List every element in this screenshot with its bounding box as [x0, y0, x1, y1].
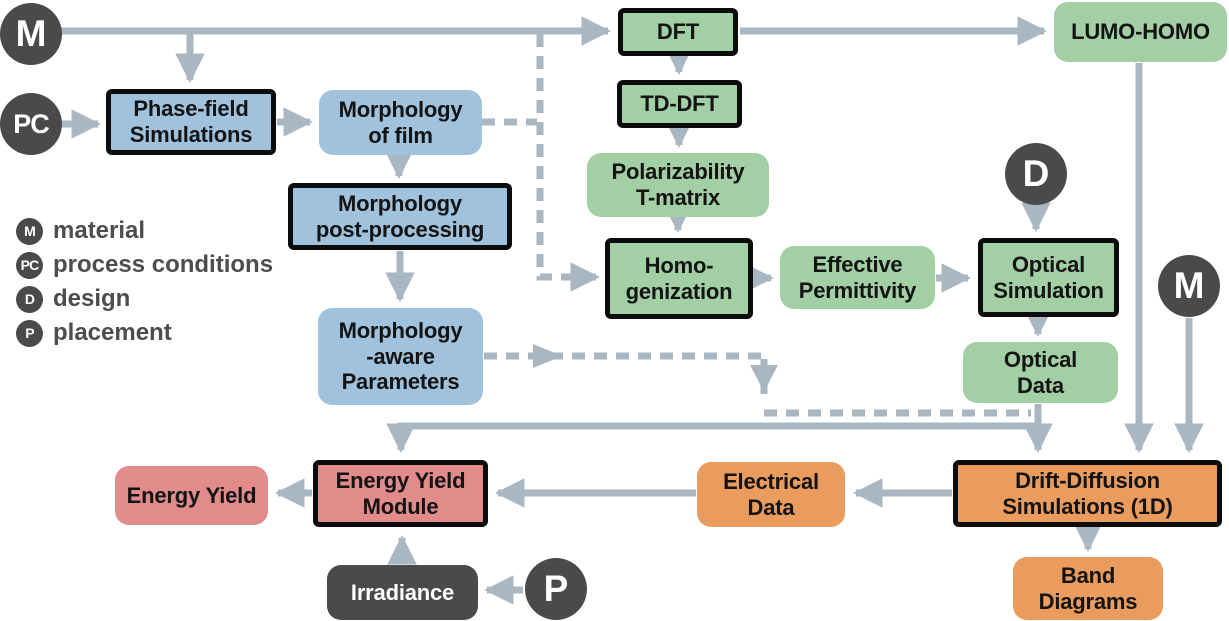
node-energy-yield-label: Energy Yield	[126, 482, 257, 508]
node-electrical-data: Electrical Data	[697, 462, 845, 527]
node-energy-yield: Energy Yield	[115, 466, 268, 525]
node-dft-label: DFT	[656, 19, 700, 45]
edge-optdata-to-eym	[386, 422, 1038, 453]
legend-material-label: material	[53, 217, 146, 244]
badge-placement-label: P	[543, 568, 569, 609]
legend-material-badge-label: M	[24, 223, 36, 239]
node-morphology-post-processing: Morphology post-processing	[288, 183, 512, 250]
node-irradiance: Irradiance	[327, 565, 478, 620]
edge-dashed-to-homog	[536, 34, 600, 292]
node-optical-simulation: Optical Simulation	[978, 238, 1119, 317]
node-drift-diffusion-simulations: Drift-Diffusion Simulations (1D)	[953, 460, 1222, 527]
node-optical-data-label: Optical Data	[1003, 346, 1078, 398]
node-energy-yield-module-label: Energy Yield Module	[335, 467, 466, 519]
badge-design-icon: D	[1005, 143, 1067, 205]
node-td-dft-label: TD-DFT	[640, 91, 719, 117]
badge-process-conditions-icon: PC	[0, 93, 62, 155]
node-band-diagrams: Band Diagrams	[1013, 557, 1163, 620]
legend-placement-icon: P	[16, 319, 43, 347]
node-lumo-homo-label: LUMO-HOMO	[1071, 19, 1210, 45]
badge-material-right-label: M	[1173, 265, 1205, 306]
node-morphology-aware-parameters: Morphology -aware Parameters	[318, 308, 483, 405]
badge-placement-icon: P	[525, 558, 587, 620]
legend: M material PC process conditions D desig…	[16, 214, 273, 350]
badge-material-right-icon: M	[1158, 255, 1220, 317]
legend-placement-badge-label: P	[25, 325, 34, 341]
node-irradiance-label: Irradiance	[350, 579, 455, 605]
dashed-arrowhead-right	[533, 344, 562, 368]
node-drift-diffusion-simulations-label: Drift-Diffusion Simulations (1D)	[1002, 467, 1173, 519]
legend-item-placement: P placement	[16, 316, 273, 350]
legend-design-icon: D	[16, 285, 43, 313]
node-homogenization: Homo- genization	[605, 238, 753, 319]
node-morphology-post-processing-label: Morphology post-processing	[315, 190, 485, 242]
node-phase-field-simulations-label: Phase-field Simulations	[129, 96, 253, 147]
badge-design-label: D	[1022, 153, 1050, 194]
dashed-arrowhead-down	[750, 365, 778, 392]
node-morphology-of-film: Morphology of film	[319, 90, 482, 155]
legend-process-conditions-icon: PC	[16, 251, 43, 279]
node-optical-simulation-label: Optical Simulation	[993, 251, 1104, 303]
node-phase-field-simulations: Phase-field Simulations	[106, 89, 276, 155]
badge-process-conditions-label: PC	[13, 108, 50, 139]
node-effective-permittivity-label: Effective Permittivity	[798, 251, 917, 303]
node-optical-data: Optical Data	[963, 342, 1118, 403]
legend-design-label: design	[53, 285, 131, 312]
legend-item-material: M material	[16, 214, 273, 248]
node-morphology-aware-parameters-label: Morphology -aware Parameters	[338, 318, 463, 395]
legend-placement-label: placement	[53, 319, 172, 346]
node-polarizability-t-matrix: Polarizability T-matrix	[587, 153, 769, 217]
legend-design-badge-label: D	[24, 291, 35, 307]
node-dft: DFT	[618, 8, 738, 56]
node-band-diagrams-label: Band Diagrams	[1038, 562, 1138, 614]
legend-item-process-conditions: PC process conditions	[16, 248, 273, 282]
node-polarizability-t-matrix-label: Polarizability T-matrix	[611, 159, 745, 210]
legend-process-conditions-badge-label: PC	[20, 257, 40, 273]
node-morphology-of-film-label: Morphology of film	[338, 96, 463, 148]
node-lumo-homo: LUMO-HOMO	[1054, 2, 1227, 62]
badge-material-top-label: M	[15, 13, 47, 54]
node-homogenization-label: Homo- genization	[625, 252, 733, 304]
legend-item-design: D design	[16, 282, 273, 316]
node-energy-yield-module: Energy Yield Module	[313, 460, 488, 527]
node-electrical-data-label: Electrical Data	[723, 468, 819, 520]
badge-material-top-icon: M	[0, 3, 62, 65]
node-effective-permittivity: Effective Permittivity	[780, 246, 935, 309]
legend-process-conditions-label: process conditions	[53, 251, 274, 278]
node-td-dft: TD-DFT	[617, 80, 742, 128]
legend-material-icon: M	[16, 217, 43, 245]
